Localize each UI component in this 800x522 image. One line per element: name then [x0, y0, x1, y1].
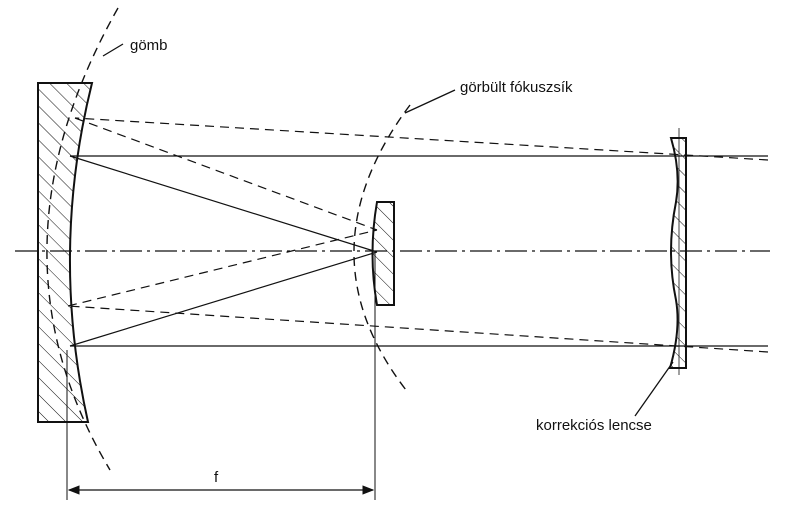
focal-surface-label: görbült fókuszsík — [460, 79, 573, 96]
ray-dashed-reflect-upper — [74, 117, 378, 231]
sphere-leader-line — [102, 43, 124, 57]
spherical-mirror — [37, 82, 94, 423]
ray-dashed-lower — [67, 305, 769, 353]
corrector-leader-line — [634, 361, 674, 417]
ray-solid-reflect-lower — [69, 251, 378, 347]
focal-length-label: f — [214, 469, 219, 486]
ray-dashed-reflect-lower — [67, 229, 378, 307]
focal-surface-leader-line — [404, 89, 456, 114]
ray-dashed-upper — [74, 117, 769, 161]
curved-focal-surface — [353, 104, 411, 391]
sphere-label: gömb — [130, 37, 168, 54]
focal-plate — [371, 201, 395, 306]
corrector-label: korrekciós lencse — [536, 417, 652, 434]
ray-solid-reflect-upper — [69, 155, 378, 253]
corrector-lens — [668, 137, 687, 369]
